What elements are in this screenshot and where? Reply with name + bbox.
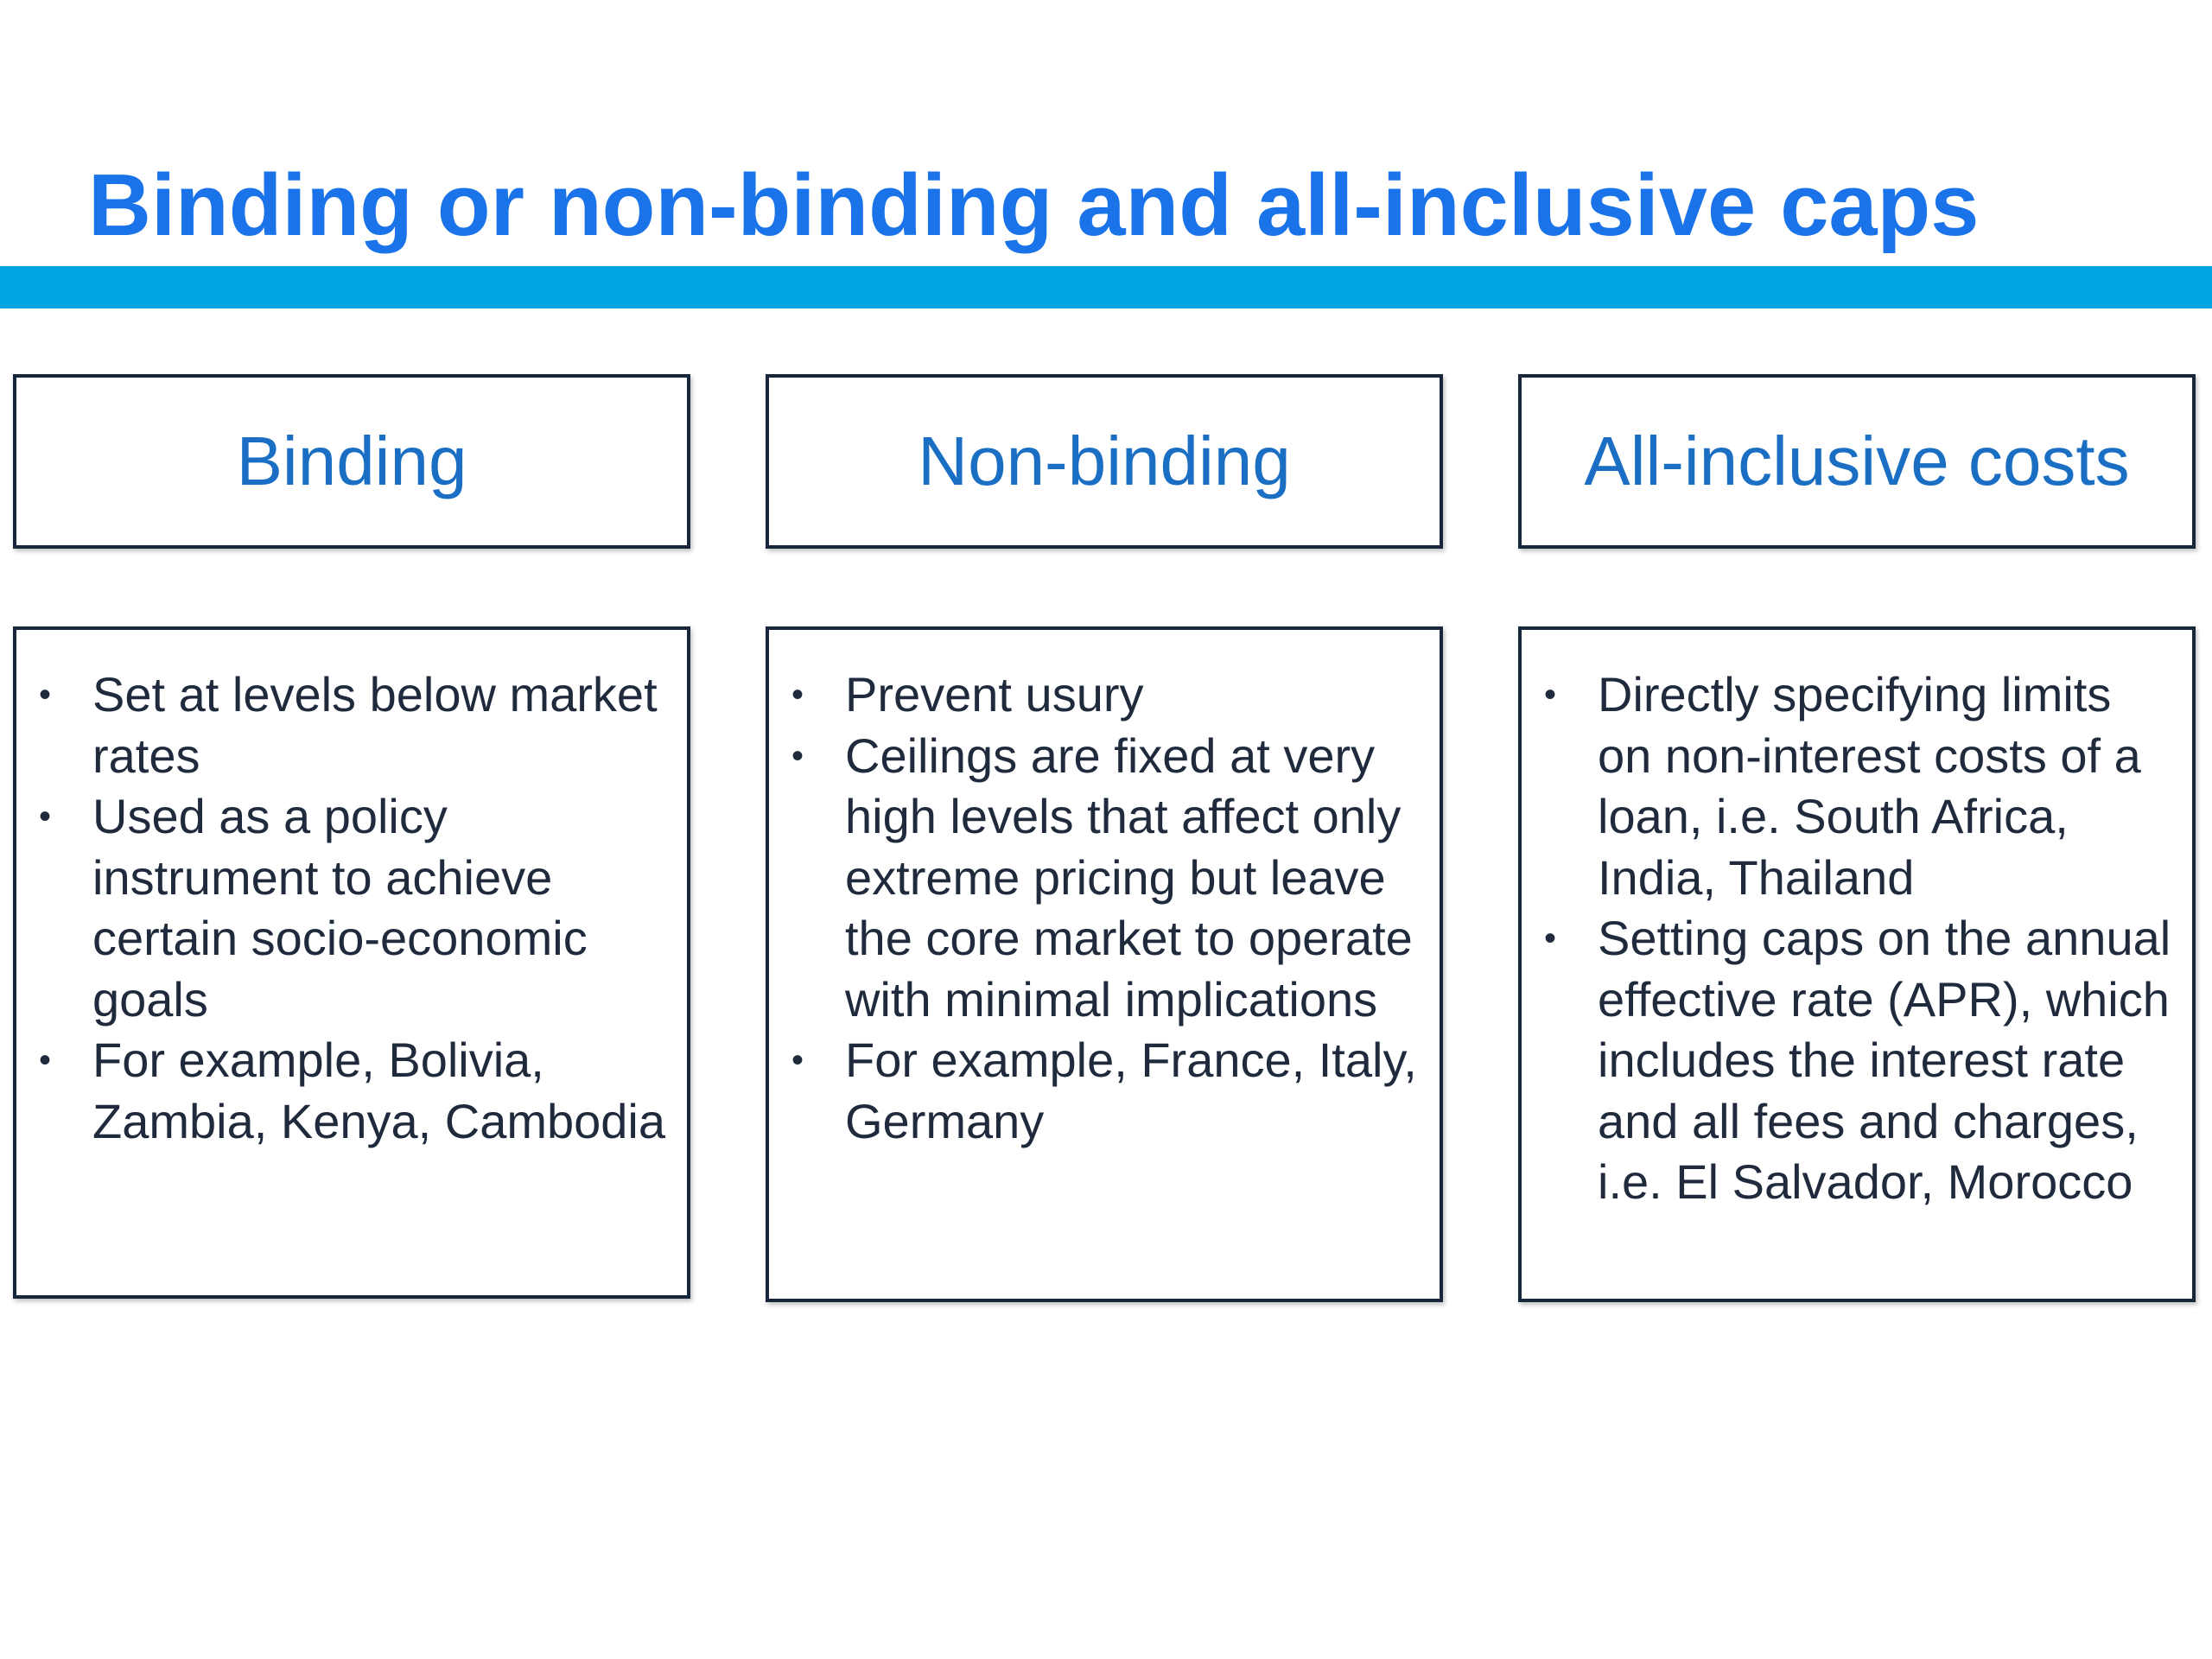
heading-binding: Binding xyxy=(236,423,467,499)
bullet-icon: • xyxy=(39,676,52,714)
bullet-icon: • xyxy=(791,736,804,775)
bullet-icon: • xyxy=(1544,919,1557,957)
slide-title: Binding or non-binding and all-inclusive… xyxy=(88,157,1980,254)
bullet-icon: • xyxy=(39,1041,52,1079)
heading-all-inclusive: All-inclusive costs xyxy=(1584,423,2130,499)
list-item: •For example, France, Italy, Germany xyxy=(786,1030,1422,1152)
list-item: •Directly specifying limits on non-inter… xyxy=(1539,664,2175,908)
list-item: •Set at levels below market rates xyxy=(34,664,670,786)
bullet-icon: • xyxy=(791,676,804,714)
bullet-icon: • xyxy=(39,798,52,836)
body-box-binding: •Set at levels below market rates •Used … xyxy=(13,626,690,1299)
body-box-non-binding: •Prevent usury •Ceilings are fixed at ve… xyxy=(766,626,1443,1302)
list-item: •Setting caps on the annual effective ra… xyxy=(1539,908,2175,1213)
header-box-non-binding: Non-binding xyxy=(766,374,1443,549)
bullet-list-binding: •Set at levels below market rates •Used … xyxy=(34,664,670,1152)
header-box-all-inclusive: All-inclusive costs xyxy=(1518,374,2196,549)
list-item: •Used as a policy instrument to achieve … xyxy=(34,786,670,1030)
title-accent-bar xyxy=(0,266,2212,308)
bullet-icon: • xyxy=(1544,676,1557,714)
bullet-list-non-binding: •Prevent usury •Ceilings are fixed at ve… xyxy=(786,664,1422,1152)
body-box-all-inclusive: •Directly specifying limits on non-inter… xyxy=(1518,626,2196,1302)
header-box-binding: Binding xyxy=(13,374,690,549)
list-item: •Ceilings are fixed at very high levels … xyxy=(786,726,1422,1031)
bullet-list-all-inclusive: •Directly specifying limits on non-inter… xyxy=(1539,664,2175,1213)
heading-non-binding: Non-binding xyxy=(918,423,1291,499)
list-item: •For example, Bolivia, Zambia, Kenya, Ca… xyxy=(34,1030,670,1152)
list-item: •Prevent usury xyxy=(786,664,1422,726)
bullet-icon: • xyxy=(791,1041,804,1079)
